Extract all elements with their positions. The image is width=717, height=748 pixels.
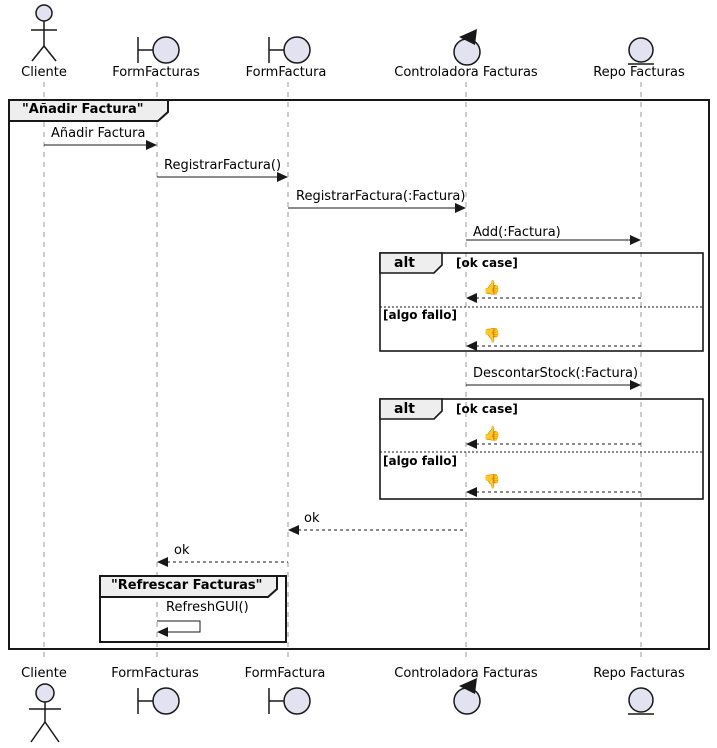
boundary-icon-top-formfactura: [268, 36, 311, 64]
entity-icon-bottom: [628, 687, 654, 715]
participant-label-controladora-bottom: Controladora Facturas: [394, 666, 538, 681]
self-arrow-refresh-gui: [157, 620, 201, 637]
message-label-ok-formfacturas: ok: [174, 543, 190, 558]
participant-label-formfactura: FormFactura: [245, 65, 327, 80]
refresh-frame-title: "Refrescar Facturas": [111, 578, 263, 593]
alt2-ok-guard: [ok case]: [456, 402, 518, 416]
control-icon-top: [453, 29, 481, 66]
frame-refrescar-facturas: [99, 575, 287, 643]
actor-icon-bottom: [29, 683, 61, 743]
frame-title-tab: [99, 575, 278, 598]
boundary-icon-bottom-formfactura: [268, 687, 311, 715]
message-label-refresh-gui: RefreshGUI(): [166, 600, 249, 615]
alt1-fail-guard: [algo fallo]: [383, 308, 457, 322]
reply-arrow-thumbs-down-1: [466, 341, 641, 351]
reply-arrow-ok-formfactura: [288, 525, 466, 535]
alt1-thumbs-up-icon: 👍: [483, 280, 501, 296]
alt2-operator-label: alt: [394, 401, 415, 417]
actor-icon-top: [31, 4, 57, 62]
alt2-thumbs-down-icon: 👎: [483, 474, 501, 490]
reply-arrow-thumbs-up-1: [466, 293, 641, 303]
participant-label-formfactura-bottom: FormFactura: [244, 666, 326, 681]
boundary-icon-top-formfacturas: [137, 36, 180, 64]
alt1-operator-label: alt: [394, 255, 415, 271]
alt-frame-1: [379, 252, 704, 352]
reply-arrow-thumbs-down-2: [466, 487, 641, 497]
alt2-fail-guard: [algo fallo]: [383, 454, 457, 468]
main-frame-title: "Añadir Factura": [22, 102, 144, 117]
arrow-registrar-factura: [157, 172, 288, 182]
participant-label-formfacturas-bottom: FormFacturas: [111, 666, 199, 681]
message-label-ok-formfactura: ok: [304, 511, 320, 526]
message-label-anadir-factura: Añadir Factura: [51, 126, 146, 141]
entity-icon-top: [628, 37, 654, 65]
message-label-registrar-factura-param: RegistrarFactura(:Factura): [296, 189, 466, 204]
alt-operator-tab: [379, 398, 443, 420]
participant-label-repo-bottom: Repo Facturas: [593, 666, 685, 681]
lifelines: [43, 82, 642, 662]
alt1-thumbs-down-icon: 👎: [483, 328, 501, 344]
arrow-descontar-stock: [466, 380, 641, 390]
boundary-icon-bottom-formfacturas: [137, 687, 180, 715]
arrow-anadir-factura: [44, 140, 157, 150]
participant-label-formfacturas: FormFacturas: [112, 65, 200, 80]
arrow-add-factura: [466, 235, 641, 245]
frame-title-tab: [8, 99, 169, 122]
reply-arrow-ok-formfacturas: [157, 557, 288, 567]
alt-operator-tab: [379, 252, 443, 274]
alt1-ok-guard: [ok case]: [456, 256, 518, 270]
participant-label-cliente-bottom: Cliente: [21, 666, 67, 681]
message-label-descontar-stock: DescontarStock(:Factura): [473, 366, 639, 381]
arrow-registrar-factura-param: [288, 203, 466, 213]
control-icon-bottom: [453, 678, 481, 715]
message-label-registrar-factura: RegistrarFactura(): [164, 158, 282, 173]
reply-arrow-thumbs-up-2: [466, 439, 641, 449]
message-label-add-factura: Add(:Factura): [473, 225, 561, 240]
frame-anadir-factura: [8, 99, 710, 650]
alt-frame-2: [379, 398, 704, 500]
participant-label-controladora: Controladora Facturas: [394, 65, 538, 80]
alt2-thumbs-up-icon: 👍: [483, 426, 501, 442]
participant-label-repo: Repo Facturas: [593, 65, 685, 80]
participant-label-cliente: Cliente: [21, 65, 67, 80]
